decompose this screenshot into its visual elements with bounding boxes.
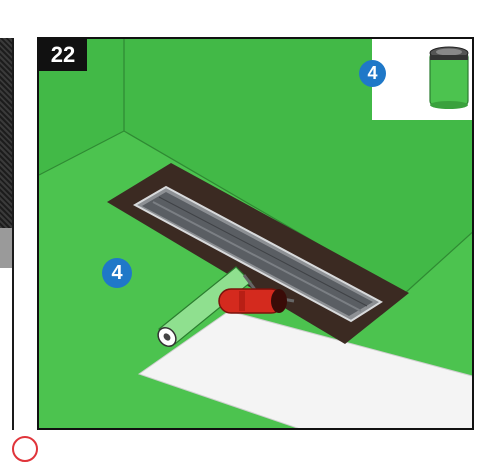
instruction-panel: 22 4 4 [37, 37, 474, 430]
previous-panel-floor [0, 228, 12, 268]
previous-panel-tile-texture [0, 38, 12, 228]
product-number-badge: 4 [359, 60, 386, 87]
product-inset [372, 39, 472, 120]
membrane-paint-can-icon [372, 39, 472, 120]
step-product-badge: 4 [102, 258, 132, 288]
next-panel-marker [12, 436, 38, 462]
previous-panel-edge [0, 38, 14, 430]
step-number: 22 [39, 39, 87, 71]
